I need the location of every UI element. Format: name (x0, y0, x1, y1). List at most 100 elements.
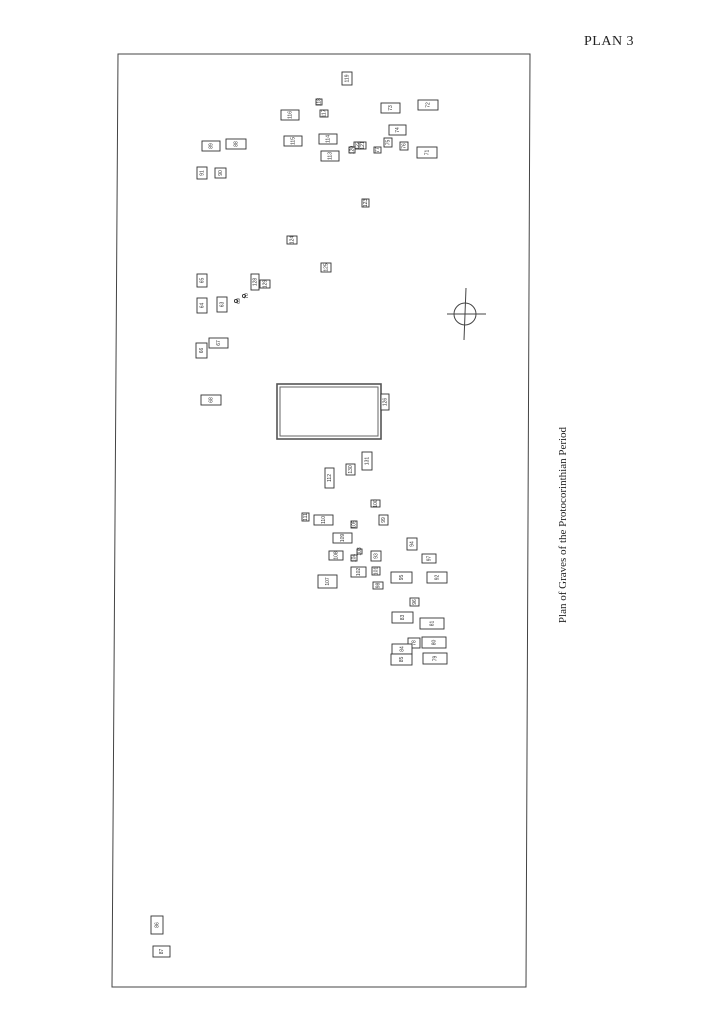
grave-outline (214, 167, 227, 179)
grave-label: 76 (402, 143, 408, 149)
grave-outline (196, 273, 208, 288)
grave-68: 68 (200, 394, 222, 406)
grave-outline (388, 124, 407, 136)
grave-outline (301, 512, 310, 522)
grave-outline (383, 137, 393, 148)
grave-outline (391, 611, 414, 624)
grave-114: 114 (318, 133, 338, 145)
grave-118: 118 (315, 98, 323, 106)
grave-104: 104 (350, 554, 358, 562)
grave-label: 73 (388, 105, 394, 111)
grave-outline (416, 146, 438, 159)
grave-marker (233, 298, 239, 304)
grave-69: 69 (233, 298, 242, 304)
grave-126: 126 (380, 393, 390, 411)
grave-129: 129 (259, 279, 271, 289)
grave-66: 66 (195, 342, 208, 359)
grave-label: 99 (381, 517, 387, 523)
grave-98: 98 (372, 581, 384, 590)
grave-81: 81 (419, 617, 445, 630)
grave-label: 116 (288, 111, 294, 119)
grave-label: 128 (253, 278, 259, 287)
grave-73: 73 (380, 102, 401, 114)
grave-label: 78 (412, 640, 418, 646)
grave-label: 88 (234, 141, 240, 147)
grave-label: 120 (350, 146, 356, 155)
grave-64: 64 (196, 297, 208, 314)
grave-outline (421, 636, 447, 649)
grave-110: 110 (313, 514, 334, 526)
grave-label: 121 (360, 141, 366, 150)
grave-outline (195, 342, 208, 359)
grave-131: 131 (361, 451, 373, 471)
grave-label: 112 (327, 474, 333, 482)
grave-label: 81 (430, 621, 436, 627)
grave-outline (422, 652, 448, 665)
grave-93: 93 (370, 550, 382, 562)
grave-label: 91 (200, 170, 206, 176)
grave-95: 95 (390, 571, 413, 584)
grave-outline (372, 581, 384, 590)
grave-label: 85 (399, 657, 405, 663)
grave-107: 107 (317, 574, 338, 589)
grave-outline (200, 394, 222, 406)
grave-99: 99 (378, 514, 389, 526)
grave-65: 65 (196, 273, 208, 288)
grave-label: 87 (159, 949, 165, 955)
grave-outline (324, 467, 335, 489)
grave-label: 111 (303, 513, 309, 521)
plan-number: PLAN 3 (584, 34, 635, 49)
grave-label: 74 (395, 127, 401, 133)
grave-outline (417, 99, 439, 111)
grave-label: 126 (383, 398, 389, 407)
grave-outline (318, 133, 338, 145)
grave-72: 72 (417, 99, 439, 111)
grave-71: 71 (416, 146, 438, 159)
grave-outline (348, 146, 356, 154)
grave-111: 111 (301, 512, 310, 522)
grave-63: 63 (216, 296, 228, 313)
grave-outline (319, 109, 329, 118)
grave-outline (152, 945, 171, 958)
grave-label: 75 (386, 140, 392, 146)
grave-label: 105 (352, 520, 358, 529)
grave-85: 85 (390, 653, 413, 666)
grave-label: 123 (363, 199, 369, 208)
grave-label: 98 (376, 583, 382, 589)
grave-120: 120 (348, 146, 356, 155)
grave-128: 128 (250, 273, 260, 291)
grave-94: 94 (406, 537, 418, 551)
grave-outline (350, 520, 358, 529)
grave-label: 130 (348, 465, 354, 474)
grave-70: 70 (241, 293, 250, 299)
grave-label: 129 (263, 280, 269, 289)
grave-83: 83 (391, 611, 414, 624)
grave-75: 75 (383, 137, 393, 148)
grave-130: 130 (345, 463, 356, 476)
grave-108: 108 (328, 550, 344, 561)
grave-outline (399, 141, 409, 151)
grave-112: 112 (324, 467, 335, 489)
grave-label: 86 (155, 922, 161, 928)
grave-label: 113 (328, 152, 334, 160)
grave-76: 76 (399, 141, 409, 151)
grave-outline (370, 550, 382, 562)
grave-80: 80 (421, 636, 447, 649)
grave-outline (350, 566, 367, 578)
grave-96: 96 (409, 597, 420, 607)
grave-109: 109 (332, 532, 353, 544)
grave-123: 123 (361, 198, 370, 208)
grave-outline (286, 235, 298, 245)
grave-77: 77 (373, 146, 382, 154)
grave-label: 72 (426, 102, 432, 108)
grave-label: 70 (244, 293, 250, 299)
grave-outline (280, 109, 300, 121)
grave-92: 92 (426, 571, 448, 584)
grave-124: 124 (286, 235, 298, 245)
grave-label: 125 (324, 263, 330, 272)
grave-outline (390, 571, 413, 584)
grave-label: 89 (209, 143, 215, 149)
grave-102: 102 (350, 566, 367, 578)
grave-outline (373, 146, 382, 154)
